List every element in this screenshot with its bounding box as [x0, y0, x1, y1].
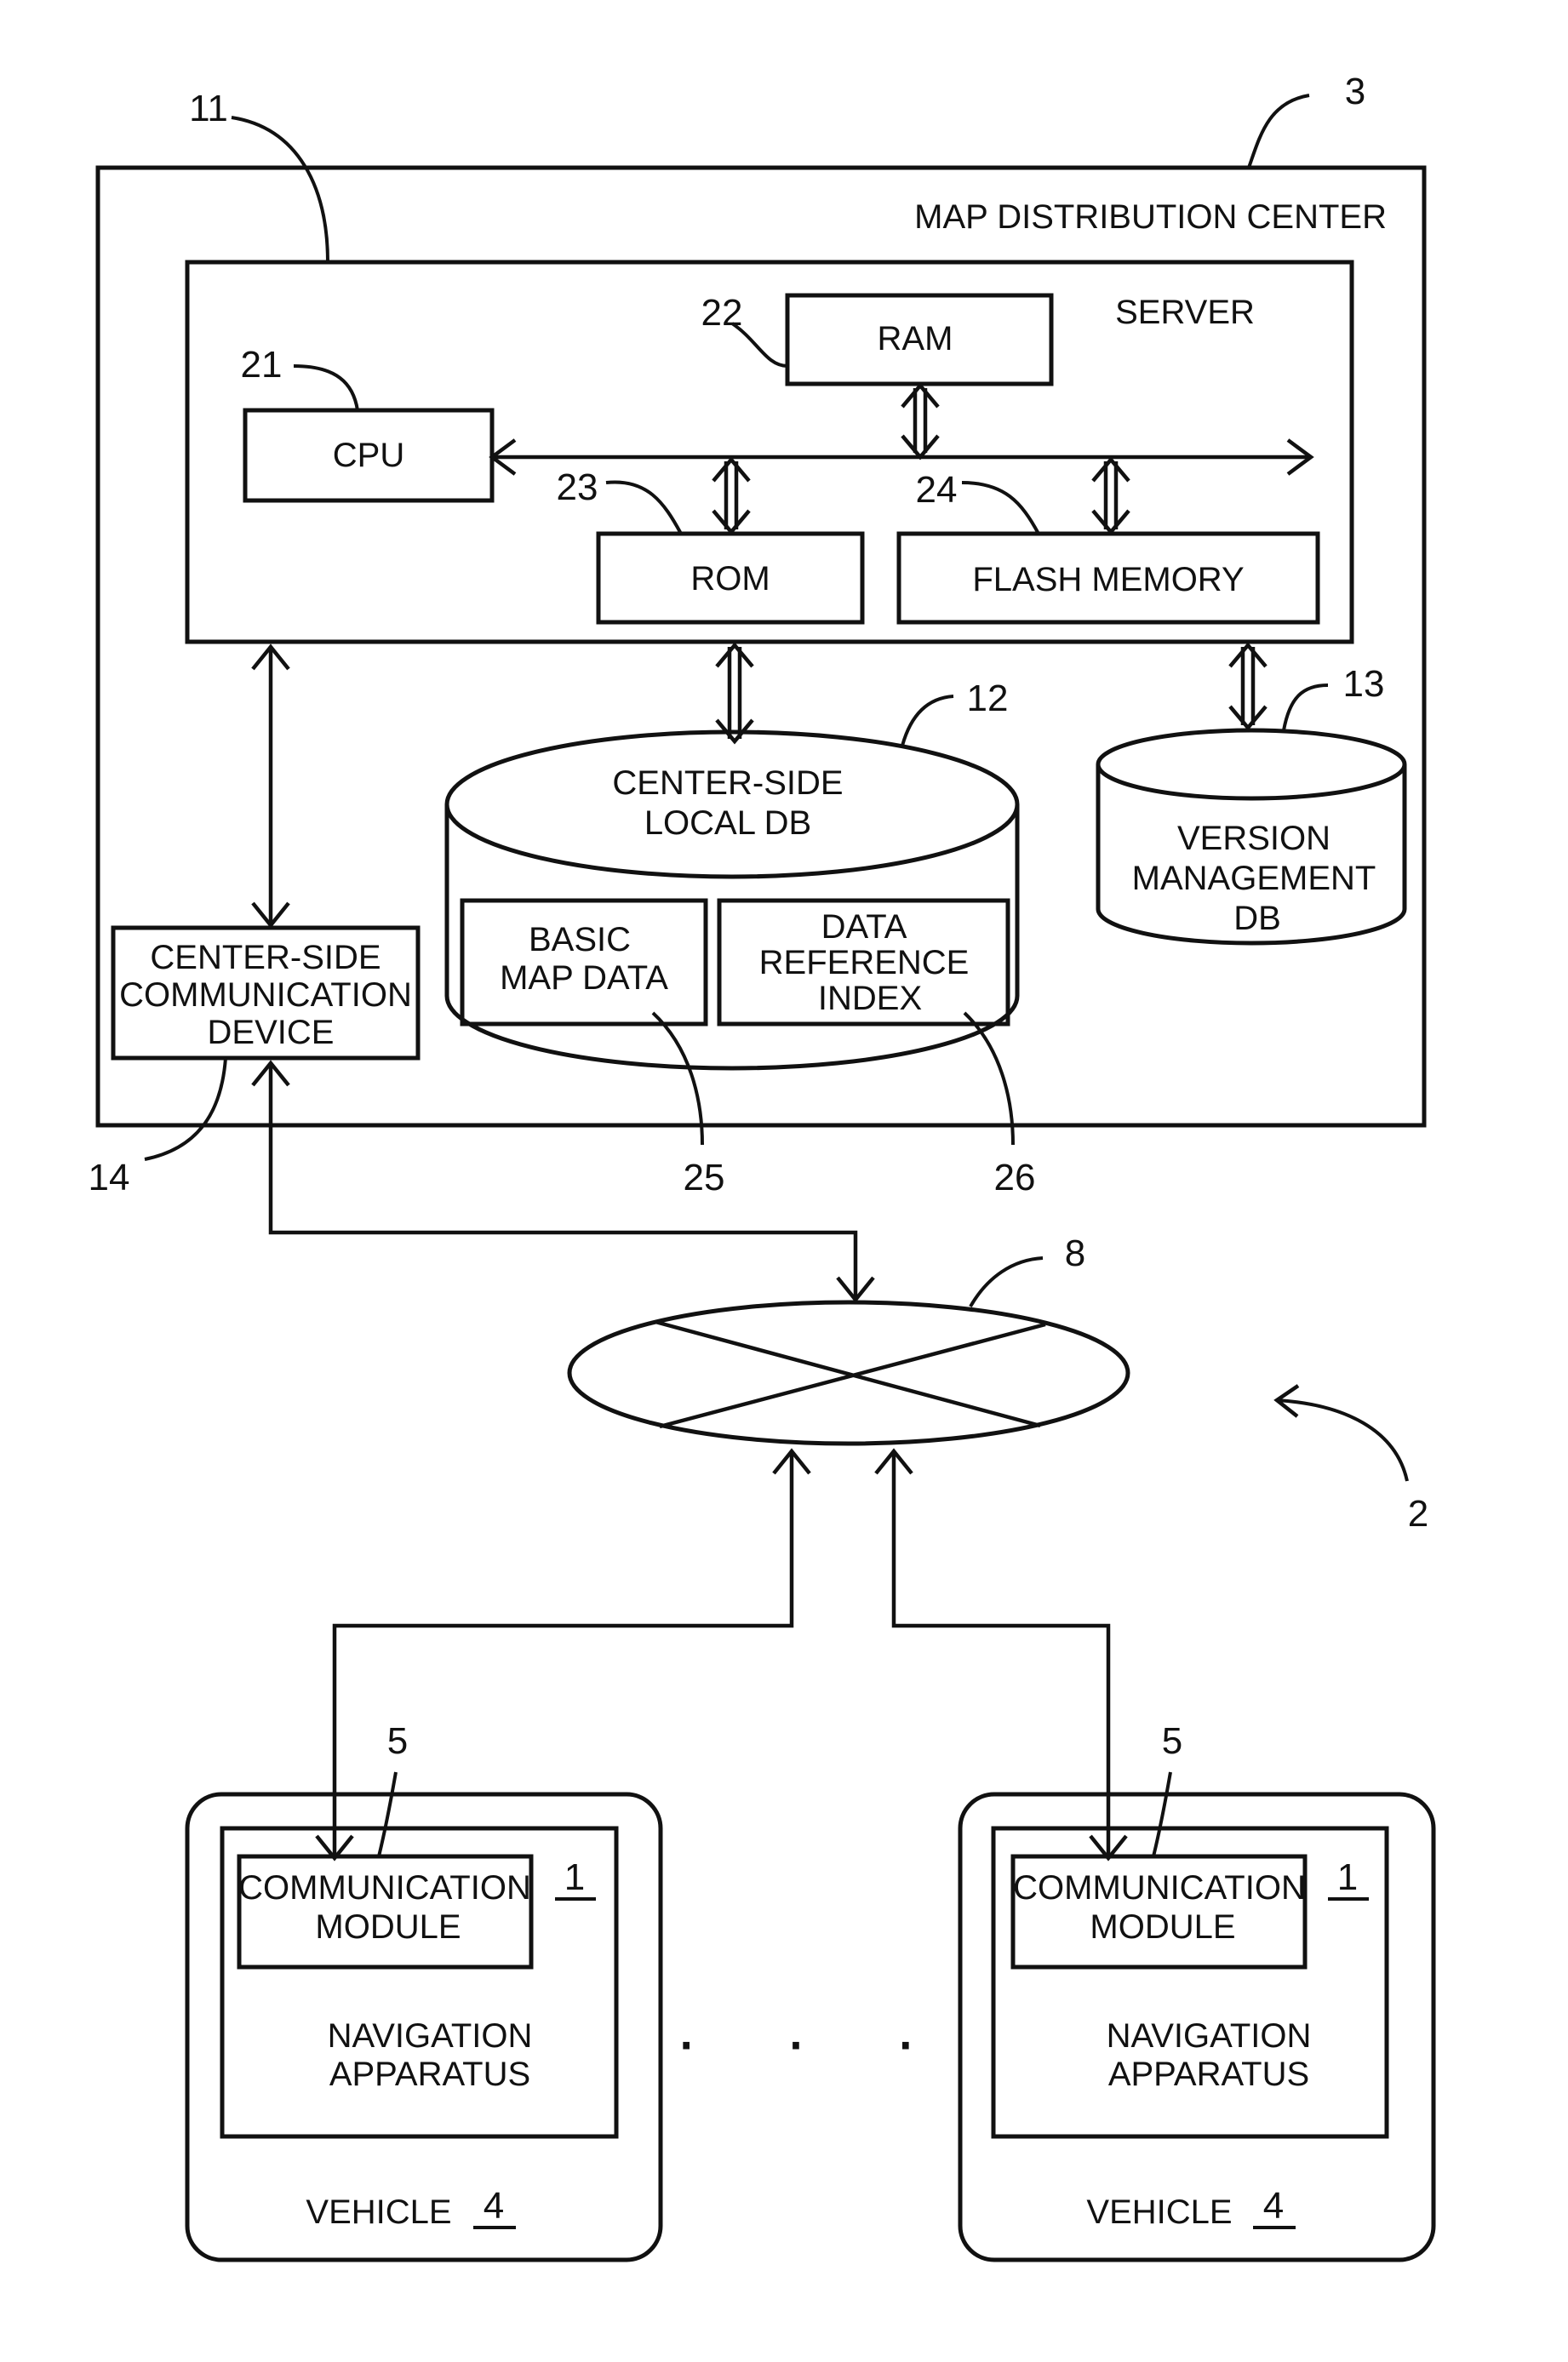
server-versiondb-head-bottom [1230, 706, 1266, 728]
server-versiondb-arrow [1230, 645, 1266, 728]
vehicle-right-label: VEHICLE [1086, 2193, 1232, 2231]
vehicle-right: COMMUNICATION MODULE 5 1 NAVIGATION APPA… [960, 1720, 1434, 2260]
ram: RAM 22 [701, 292, 1051, 384]
communication-module-left-line2: MODULE [315, 1908, 461, 1946]
flash-ref-leader [962, 483, 1039, 534]
local-db-ref-leader [902, 696, 953, 746]
nav-right-ref-number: 1 [1337, 1856, 1358, 1898]
server: SERVER 11 [187, 88, 1352, 642]
commdevice-network-path [271, 1063, 856, 1300]
system-ref-leader [1277, 1400, 1407, 1481]
network-cross-line-a [655, 1322, 1040, 1426]
basic-map-data-line1: BASIC [529, 921, 631, 958]
commdevice-network-link [253, 1063, 873, 1300]
version-db-line2: MANAGEMENT [1132, 860, 1376, 897]
cpu-label: CPU [333, 437, 404, 474]
rom-bus-arrow [713, 460, 749, 532]
navigation-apparatus-right-line1: NAVIGATION [1107, 2017, 1312, 2055]
server-versiondb-head-top [1230, 645, 1266, 666]
rom-bus-head-bottom [713, 511, 749, 532]
network-ref-leader [970, 1258, 1043, 1307]
comm-module-left-ref-leader [379, 1772, 396, 1856]
ram-bus-head-top [902, 386, 938, 407]
version-db-ref-number: 13 [1343, 663, 1385, 705]
local-db-label-line2: LOCAL DB [644, 804, 811, 842]
server-localdb-arrow [717, 645, 753, 741]
version-db-cylinder-rim [1098, 764, 1405, 798]
network-vehicle-left-path [335, 1451, 792, 1858]
comm-device-line1: CENTER-SIDE [150, 939, 381, 976]
map-distribution-center-label: MAP DISTRIBUTION CENTER [914, 198, 1387, 236]
cpu: CPU 21 [241, 344, 492, 500]
nav-left-ref-number: 1 [564, 1856, 585, 1898]
server-bus [492, 440, 1311, 474]
version-db-line3: DB [1233, 900, 1281, 937]
version-db-line1: VERSION [1177, 820, 1331, 857]
local-db-label-line1: CENTER-SIDE [612, 764, 843, 802]
flash-ref-number: 24 [916, 469, 958, 511]
navigation-apparatus-right-line2: APPARATUS [1108, 2056, 1309, 2093]
basic-map-data-line2: MAP DATA [500, 959, 668, 997]
communication-module-right-line1: COMMUNICATION [1013, 1869, 1306, 1907]
comm-device-ref-leader [145, 1058, 226, 1159]
comm-device-ref-number: 14 [89, 1157, 130, 1198]
ellipsis-text: · · · [675, 2003, 951, 2079]
data-ref-line1: DATA [821, 908, 907, 946]
network-ref-number: 8 [1065, 1232, 1085, 1274]
ram-ref-number: 22 [701, 292, 743, 334]
server-ref-leader [232, 117, 328, 262]
flash-bus-arrow [1093, 460, 1129, 532]
server-localdb-head-top [717, 645, 753, 666]
communication-module-right-line2: MODULE [1090, 1908, 1235, 1946]
basic-map-data: BASIC MAP DATA 25 [462, 901, 724, 1198]
flash-memory: FLASH MEMORY 24 [899, 469, 1318, 622]
basic-map-ref-number: 25 [684, 1157, 725, 1198]
data-ref-line3: INDEX [818, 980, 922, 1017]
flash-bus-head-top [1093, 460, 1129, 481]
ram-bus-arrow [902, 386, 938, 457]
cpu-ref-number: 21 [241, 344, 283, 386]
network-vehicle-right-link [876, 1451, 1126, 1858]
comm-module-right-ref-number: 5 [1162, 1720, 1182, 1762]
vehicle-right-ref-number: 4 [1263, 2185, 1284, 2227]
vehicle-left-label: VEHICLE [306, 2193, 451, 2231]
system-ref-number: 2 [1408, 1493, 1428, 1535]
rom: ROM 23 [557, 466, 862, 622]
comm-device-line2: COMMUNICATION [119, 976, 412, 1014]
flash-memory-label: FLASH MEMORY [972, 561, 1244, 598]
ram-bus-head-bottom [902, 436, 938, 457]
data-ref-line2: REFERENCE [759, 944, 970, 981]
data-ref-ref-number: 26 [994, 1157, 1036, 1198]
rom-ref-leader [606, 482, 681, 534]
comm-module-left-ref-number: 5 [387, 1720, 408, 1762]
center-side-communication-device: CENTER-SIDE COMMUNICATION DEVICE 14 [89, 928, 418, 1198]
rom-bus-head-top [713, 460, 749, 481]
center-ref-leader [1249, 95, 1309, 168]
comm-device-line3: DEVICE [208, 1014, 335, 1051]
local-db-ref-number: 12 [967, 678, 1009, 719]
data-reference-index: DATA REFERENCE INDEX 26 [719, 901, 1035, 1198]
server-commdevice-arrow [253, 647, 289, 925]
cpu-ref-leader [294, 366, 358, 410]
rom-label: ROM [690, 560, 770, 598]
more-vehicles-ellipsis: · · · [675, 2003, 951, 2079]
flash-bus-head-bottom [1093, 511, 1129, 532]
server-label: SERVER [1115, 294, 1255, 331]
navigation-apparatus-left-line1: NAVIGATION [328, 2017, 533, 2055]
network-vehicle-right-path [894, 1451, 1108, 1858]
ram-label: RAM [878, 320, 953, 357]
center-ref-number: 3 [1345, 71, 1365, 112]
vehicle-left-ref-number: 4 [484, 2185, 504, 2227]
vehicle-left: COMMUNICATION MODULE 5 1 NAVIGATION APPA… [187, 1720, 661, 2260]
version-db-ref-leader [1284, 685, 1328, 730]
server-ref-number: 11 [189, 88, 228, 129]
rom-ref-number: 23 [557, 466, 598, 508]
comm-module-right-ref-leader [1153, 1772, 1170, 1856]
communication-module-left-line1: COMMUNICATION [238, 1869, 531, 1907]
network: 8 [569, 1232, 1128, 1444]
navigation-apparatus-left-line2: APPARATUS [329, 2056, 530, 2093]
system-ref: 2 [1277, 1386, 1428, 1535]
